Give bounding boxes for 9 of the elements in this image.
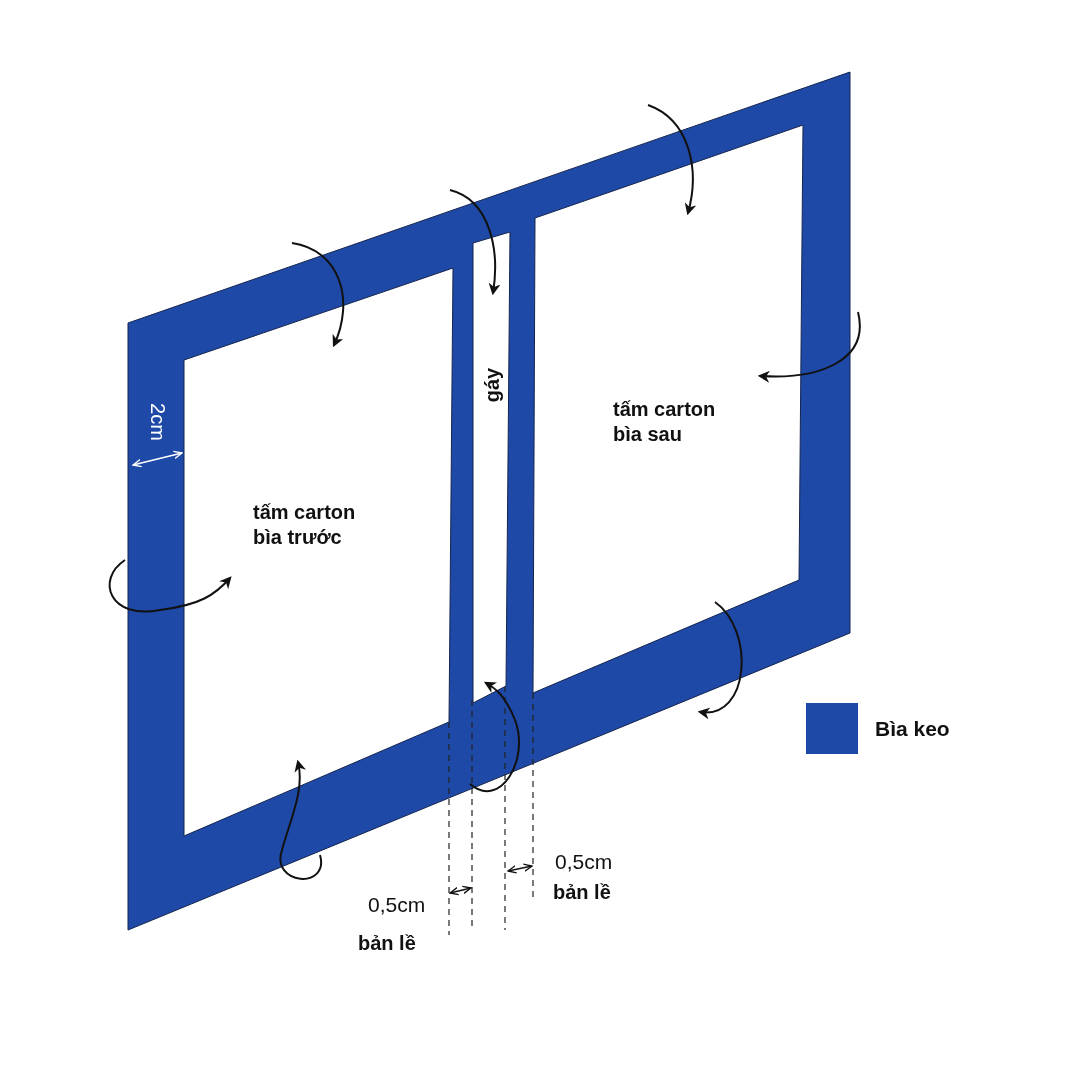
hinge-label: bản lề — [358, 931, 416, 955]
dimension-label: 2cm — [146, 403, 170, 441]
spine-label: gáy — [479, 367, 504, 403]
dimension-label: 0,5cm — [368, 893, 426, 917]
hinge-label: bản lề — [553, 880, 611, 904]
dimension-label: 0,5cm — [555, 850, 613, 874]
legend-label: Bìa keo — [875, 716, 950, 741]
panel-label: tấm carton bìa trước — [253, 500, 357, 550]
panel-label: tấm carton bìa sau — [613, 397, 717, 447]
